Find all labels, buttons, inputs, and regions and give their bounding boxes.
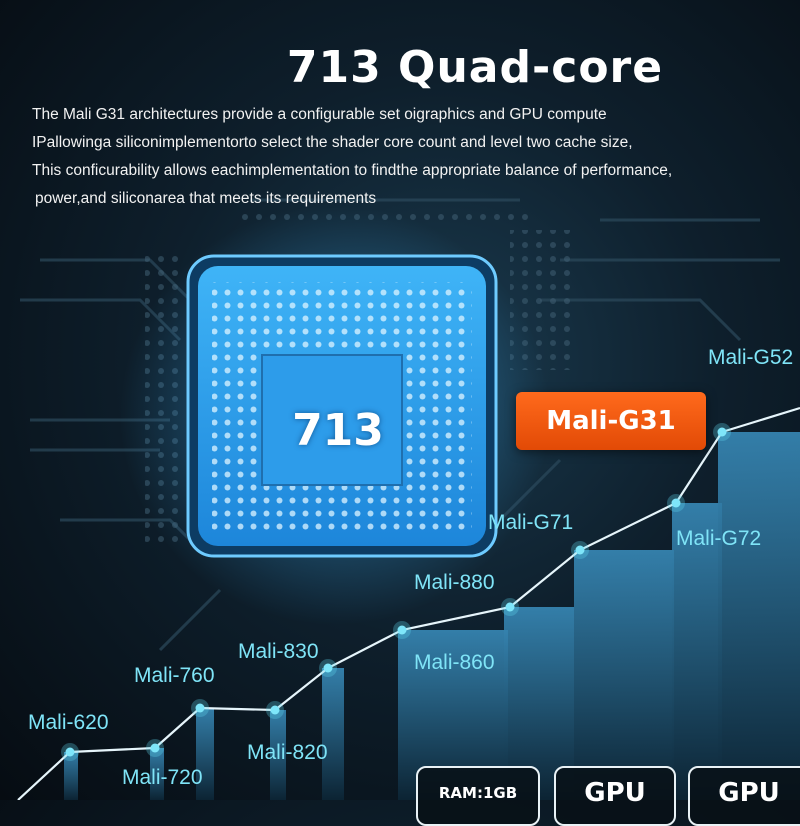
line-nodes (61, 423, 731, 761)
page-title: 713 Quad-core (286, 42, 664, 93)
gpu-label-mali-g72: Mali-G72 (676, 527, 762, 550)
performance-line (17, 406, 800, 800)
performance-bar (64, 752, 78, 800)
performance-bar (196, 708, 214, 800)
gpu-label-mali-830: Mali-830 (238, 640, 319, 663)
line-node (717, 427, 727, 437)
gpu-label-mali-g71: Mali-G71 (488, 511, 574, 534)
line-node (270, 705, 280, 715)
gpu-label-mali-760: Mali-760 (134, 664, 215, 687)
background-scene (17, 198, 800, 800)
performance-bar (150, 748, 164, 800)
highlight-badge: Mali-G31 (516, 392, 706, 450)
line-node (505, 602, 515, 612)
gpu-label-mali-820: Mali-820 (247, 741, 328, 764)
spec-box-gpu: GPU (688, 766, 800, 826)
chip-model-label: 713 (292, 405, 384, 456)
description-line: power,and siliconarea that meets its req… (35, 190, 377, 207)
gpu-label-mali-880: Mali-880 (414, 571, 495, 594)
performance-bar (718, 432, 800, 800)
description-line: IPallowinga siliconimplementorto select … (32, 134, 633, 151)
line-node (150, 743, 160, 753)
spec-box-ram: RAM:1GB (416, 766, 540, 826)
spec-gpu-label: GPU (718, 778, 780, 808)
gpu-label-mali-720: Mali-720 (122, 766, 203, 789)
line-node (397, 625, 407, 635)
description-line: This conficurability allows eachimplemen… (32, 162, 673, 179)
performance-bar (322, 668, 344, 800)
performance-bar (672, 503, 722, 800)
performance-bar (574, 550, 674, 800)
spec-gpu-label: GPU (584, 778, 646, 808)
spec-box-gpu: GPU (554, 766, 676, 826)
spec-ram-label: RAM:1GB (438, 784, 518, 802)
description-line: The Mali G31 architectures provide a con… (32, 106, 607, 123)
line-node (671, 498, 681, 508)
line-node (575, 545, 585, 555)
cpu-chip (120, 205, 550, 625)
gpu-label-mali-g52: Mali-G52 (708, 346, 794, 369)
description-text: The Mali G31 architectures provide a con… (32, 101, 772, 213)
gpu-label-mali-860: Mali-860 (414, 651, 495, 674)
line-node (195, 703, 205, 713)
line-node (323, 663, 333, 673)
performance-bar (270, 710, 286, 800)
line-node (65, 747, 75, 757)
gpu-label-mali-620: Mali-620 (28, 711, 109, 734)
